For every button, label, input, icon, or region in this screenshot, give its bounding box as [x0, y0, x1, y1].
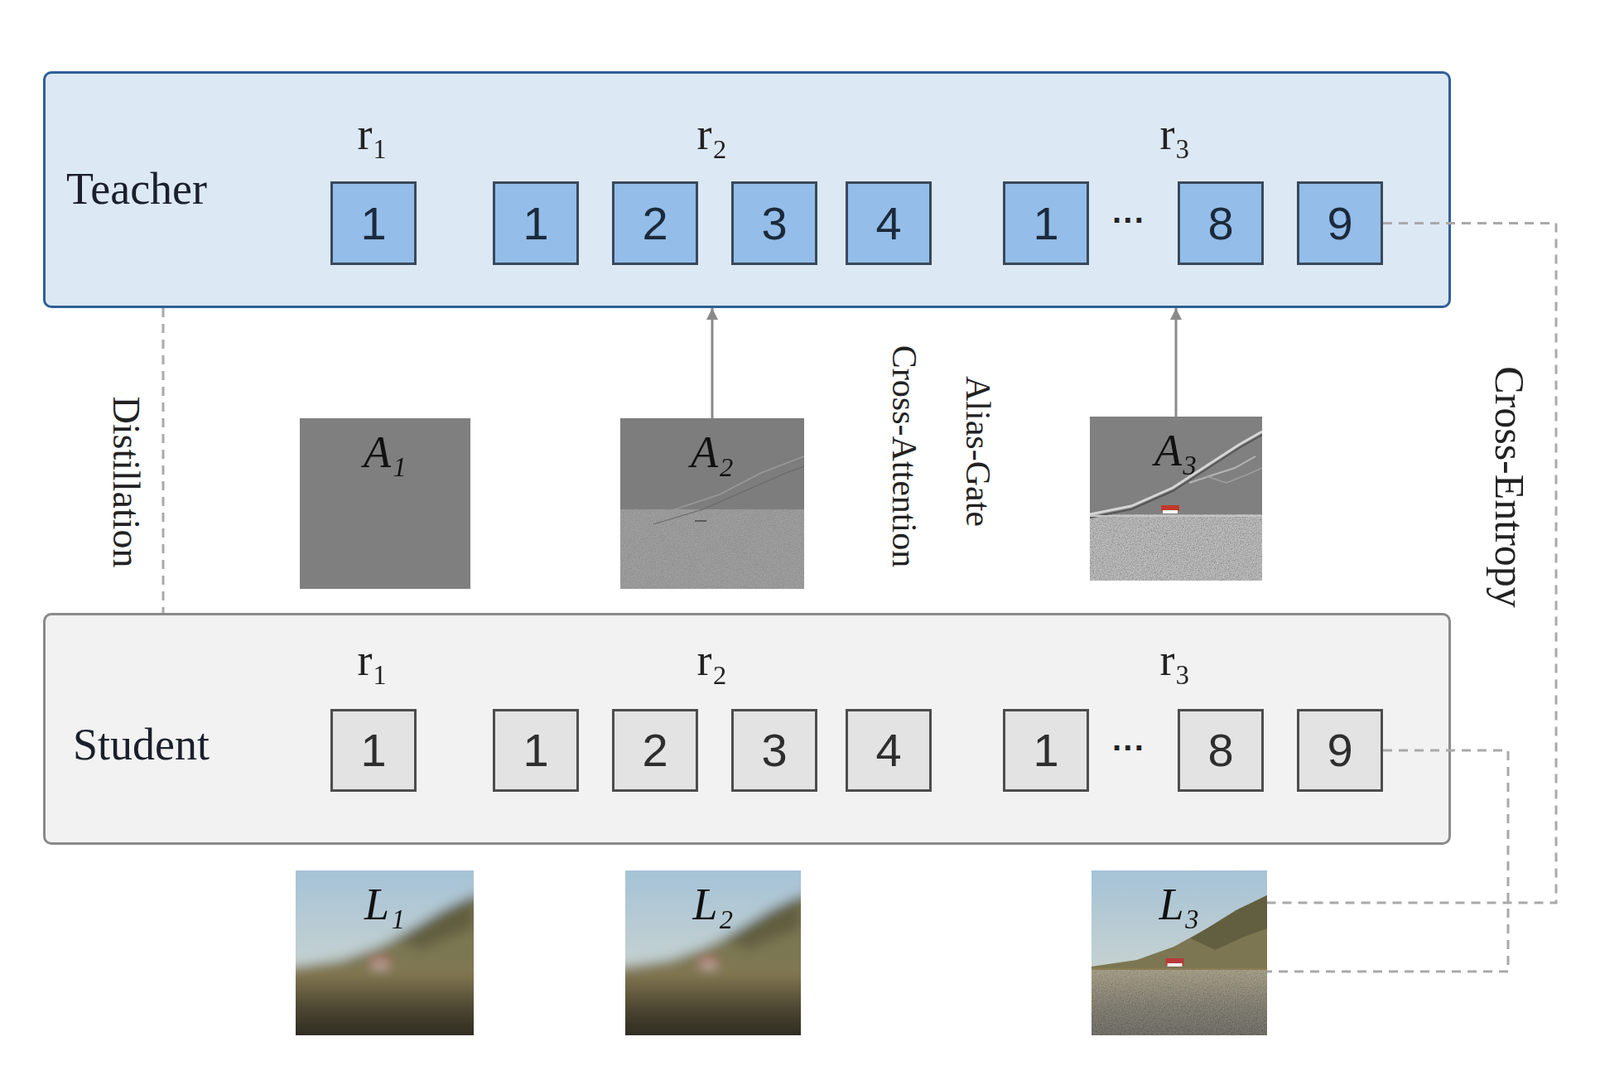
layer-number: 1 [522, 200, 549, 247]
image-label: L₁ [295, 881, 474, 927]
layer-number: 2 [641, 727, 668, 774]
resolution-label: r₁ [357, 111, 389, 157]
layer-box: 2 [612, 181, 699, 266]
layer-box: 3 [731, 181, 818, 266]
image-label: L₃ [1091, 881, 1268, 927]
map-texture [620, 509, 805, 589]
image-label: A₂ [620, 429, 805, 475]
flow-arrow [1175, 308, 1178, 417]
image-label: L₂ [625, 881, 801, 927]
layer-box: 2 [612, 708, 699, 792]
image-panel: A₃ [1089, 416, 1263, 581]
operation-label: Alias-Gate [960, 375, 996, 527]
ellipsis: ··· [1112, 731, 1146, 765]
map-edge [653, 466, 805, 525]
layer-number: 1 [360, 200, 386, 247]
layer-box: 1 [1002, 181, 1090, 266]
resolution-label: r₂ [697, 637, 728, 683]
layer-number: 8 [1207, 727, 1234, 774]
operation-label: Cross-Attention [886, 345, 922, 568]
layer-number: 1 [360, 727, 386, 774]
model-band: Student 1 1 2 3 4 1 8 9 [43, 612, 1451, 845]
layer-number: 3 [761, 727, 787, 774]
attention-map [1089, 416, 1263, 581]
image-label: A₁ [299, 429, 471, 475]
image-panel: L₂ [625, 870, 801, 1036]
map-edge [1205, 467, 1263, 483]
layer-box: 9 [1296, 708, 1384, 792]
layer-number: 9 [1326, 200, 1353, 247]
image-panel: A₂ [620, 418, 805, 589]
loss-connector [1267, 223, 1557, 904]
layer-box: 1 [492, 708, 579, 792]
layer-box: 8 [1177, 181, 1264, 266]
map-edge [1089, 515, 1263, 517]
layer-number: 1 [1032, 727, 1059, 774]
image-panel: A₁ [299, 418, 471, 589]
loss-connector [1267, 750, 1509, 972]
layer-number: 2 [641, 200, 668, 247]
map-fill [299, 418, 471, 589]
layer-box: 8 [1177, 708, 1264, 792]
layer-box: 4 [845, 181, 932, 266]
layer-number: 4 [875, 727, 902, 774]
input-image [1066, 845, 1292, 1061]
flow-arrow [711, 308, 714, 419]
model-band: Teacher 1 1 2 3 4 1 8 9 [43, 71, 1451, 309]
layer-box: 1 [1002, 708, 1090, 792]
house [1161, 505, 1180, 511]
model-name: Student [72, 722, 210, 767]
attention-map [620, 418, 805, 589]
layer-box: 1 [330, 181, 417, 266]
map-texture [1089, 514, 1263, 581]
edge-label: Cross-Entropy [1489, 366, 1531, 608]
layer-number: 8 [1207, 200, 1234, 247]
map-fill [620, 418, 805, 589]
layer-box: 9 [1296, 181, 1384, 266]
map-edge [1189, 456, 1256, 483]
resolution-label: r₃ [1160, 637, 1191, 683]
blurred-landscape [270, 845, 500, 1061]
model-name: Teacher [66, 166, 208, 212]
resolution-label: r₁ [357, 637, 389, 683]
resolution-label: r₃ [1160, 111, 1191, 157]
layer-number: 1 [522, 727, 549, 774]
grass-texture [1091, 969, 1268, 1036]
image-panel: L₁ [295, 870, 474, 1036]
layer-box: 1 [330, 708, 417, 792]
image-panel: L₃ [1091, 870, 1268, 1036]
layer-number: 4 [875, 200, 902, 247]
image-label: A₃ [1089, 428, 1263, 473]
layer-box: 4 [845, 708, 932, 792]
input-image [600, 845, 826, 1061]
map-fill [1089, 416, 1263, 581]
resolution-label: r₂ [697, 111, 728, 157]
layer-number: 9 [1326, 727, 1353, 774]
layer-box: 3 [731, 708, 818, 792]
landscape [1066, 845, 1292, 1061]
edge-label: Distillation [106, 396, 145, 569]
attention-map [299, 418, 471, 589]
layer-number: 3 [761, 200, 787, 247]
blurred-landscape [600, 845, 826, 1061]
layer-number: 1 [1032, 200, 1059, 247]
house-wall [1162, 510, 1178, 514]
loss-connector [162, 308, 165, 613]
ellipsis: ··· [1112, 203, 1146, 237]
input-image [270, 845, 500, 1061]
map-edge [694, 520, 707, 522]
layer-box: 1 [492, 181, 579, 266]
